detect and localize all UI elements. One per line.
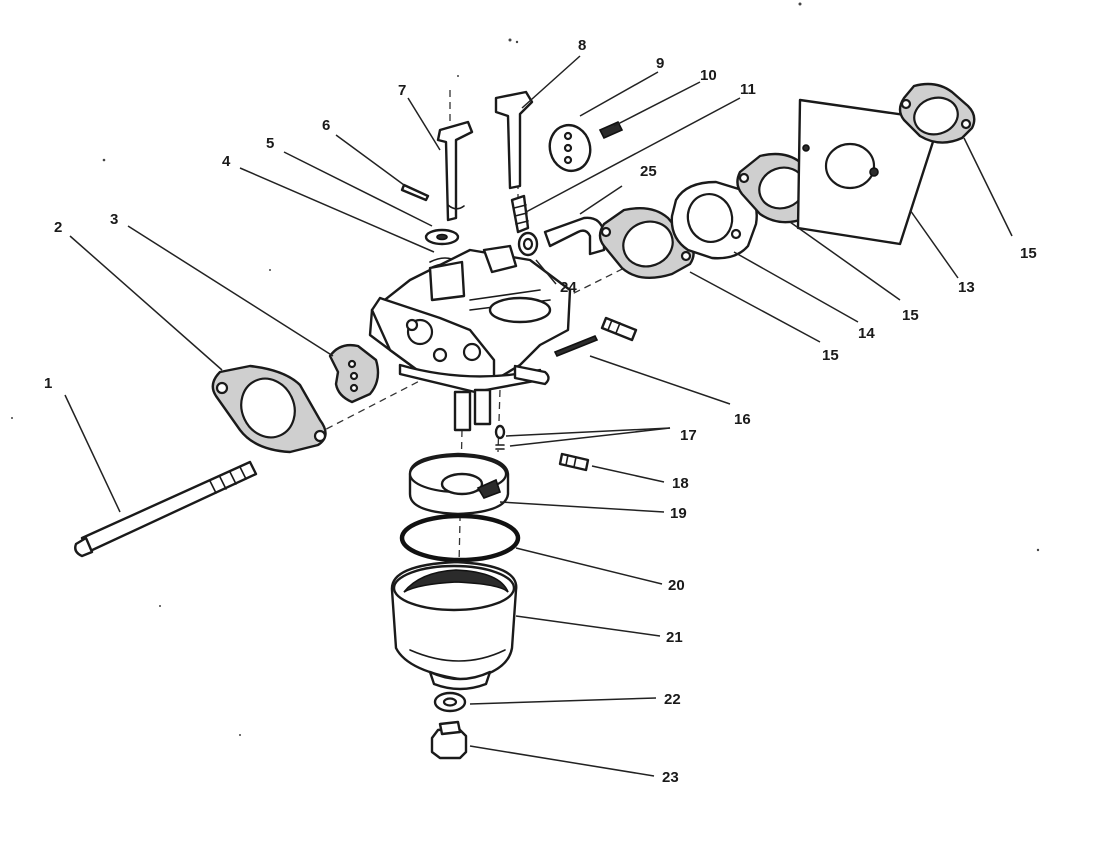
callout-leader-lines	[64, 55, 1013, 777]
part-14-spacer	[670, 180, 758, 260]
callout-9: 9	[656, 55, 664, 72]
callout-15-middle: 15	[902, 307, 919, 324]
part-15-gasket-outer	[898, 82, 976, 144]
part-16-needle	[553, 334, 599, 358]
callout-11: 11	[740, 81, 756, 98]
part-23-bowl-nut	[430, 720, 468, 760]
part-6-screw	[400, 183, 430, 202]
part-11-idle-screw	[510, 194, 530, 234]
callout-6: 6	[322, 117, 330, 134]
part-2-flange-gasket	[211, 364, 327, 454]
callout-5: 5	[266, 135, 274, 152]
part-5-seal	[424, 228, 460, 246]
part-19-float	[408, 452, 510, 516]
body-side-screw	[600, 316, 638, 342]
callout-19: 19	[670, 505, 687, 522]
callout-15-outer: 15	[1020, 245, 1037, 262]
part-9-throttle-plate	[548, 123, 592, 173]
callout-16: 16	[734, 411, 751, 428]
callout-20: 20	[668, 577, 685, 594]
part-20-o-ring	[399, 513, 521, 563]
callout-2: 2	[54, 219, 62, 236]
part-25-tube	[543, 216, 606, 256]
callout-1: 1	[44, 375, 52, 392]
scan-noise	[11, 2, 1040, 736]
callout-23: 23	[662, 769, 679, 786]
part-21-float-bowl	[390, 560, 518, 691]
part-22-washer	[433, 691, 467, 713]
callout-18: 18	[672, 475, 689, 492]
part-24-ring	[517, 231, 539, 257]
callout-3: 3	[110, 211, 118, 228]
callout-24: 24	[560, 279, 577, 296]
callout-13: 13	[958, 279, 975, 296]
callout-10: 10	[700, 67, 717, 84]
carburetor-body	[368, 244, 572, 432]
callout-labels: 1 2 3 4 5 6 7 8 9 10 11 13 14 15 15 15 1…	[44, 37, 1037, 786]
callout-7: 7	[398, 82, 406, 99]
part-3-choke-plate	[328, 343, 380, 404]
part-10-screw	[598, 120, 624, 140]
part-17-pins	[494, 424, 506, 450]
callout-4: 4	[222, 153, 231, 170]
callout-21: 21	[666, 629, 683, 646]
part-8-throttle-shaft	[494, 90, 534, 190]
callout-17: 17	[680, 427, 697, 444]
part-7-choke-shaft	[436, 120, 474, 222]
callout-25: 25	[640, 163, 657, 180]
callout-15-inner: 15	[822, 347, 839, 364]
callout-22: 22	[664, 691, 681, 708]
part-15-gasket-inner	[598, 207, 695, 280]
part-18-screw	[558, 452, 590, 472]
part-1-mounting-bolt	[74, 460, 258, 558]
part-13-heat-plate	[796, 98, 942, 246]
callout-14: 14	[858, 325, 875, 342]
callout-8: 8	[578, 37, 586, 54]
